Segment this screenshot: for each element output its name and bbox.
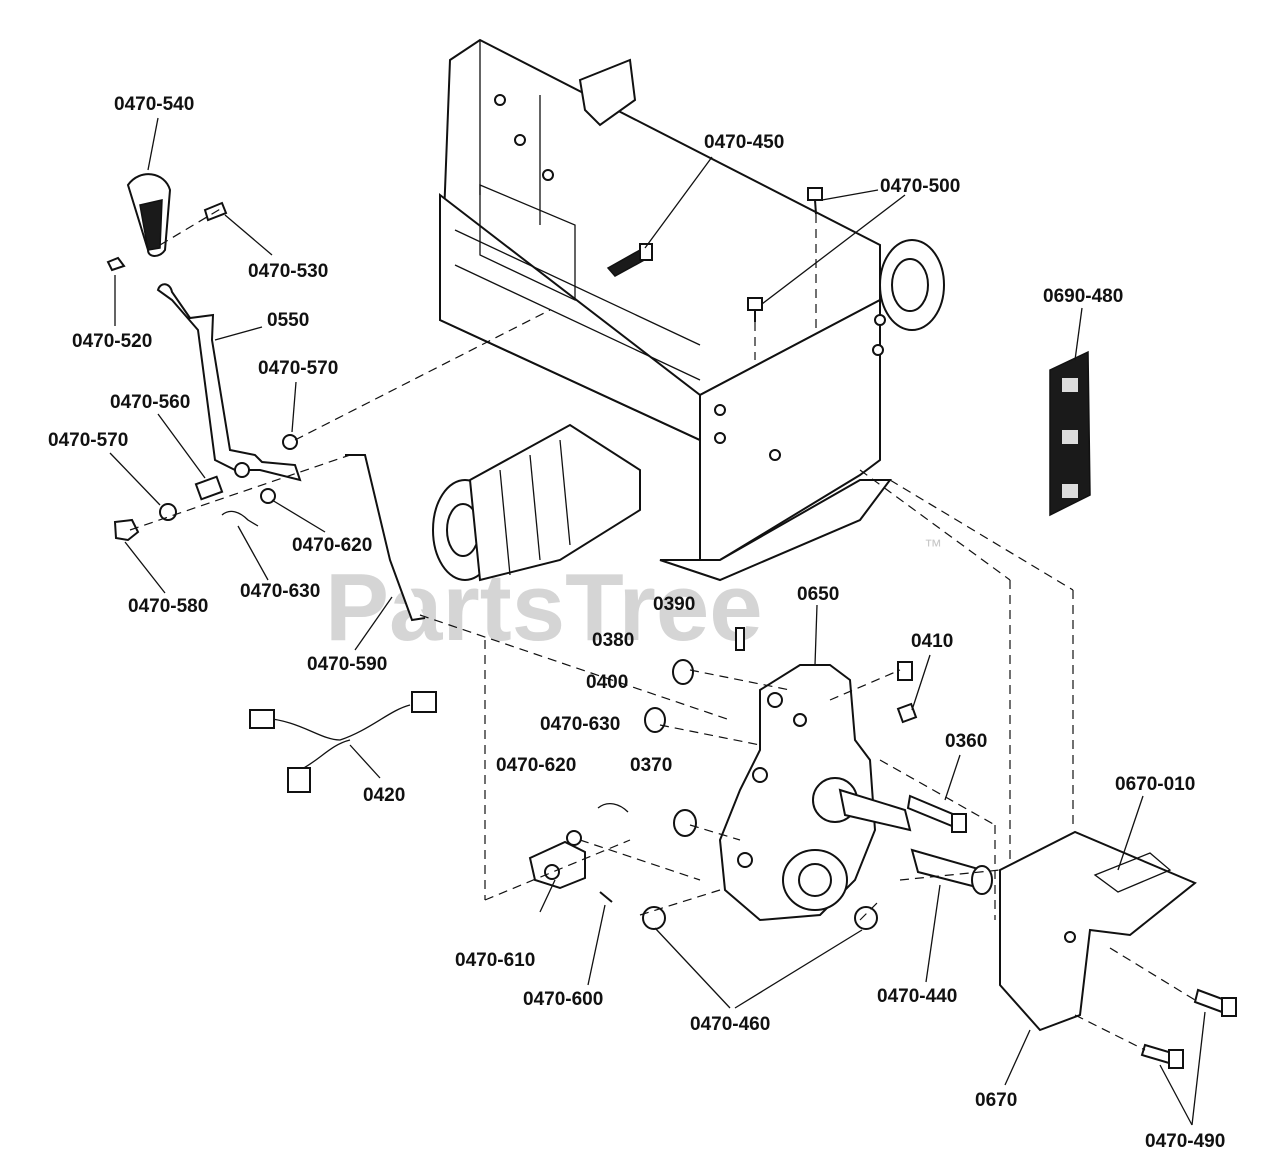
label-0470-450[interactable]: 0470-450 xyxy=(704,132,784,153)
label-0470-590[interactable]: 0470-590 xyxy=(307,654,387,675)
label-0470-570-upper[interactable]: 0470-570 xyxy=(258,358,338,379)
part-labels: 0470-540 0470-530 0470-520 0550 0470-570… xyxy=(48,94,1225,1152)
label-0380[interactable]: 0380 xyxy=(592,630,634,651)
label-0470-630-center[interactable]: 0470-630 xyxy=(540,714,620,735)
label-0470-570-lower[interactable]: 0470-570 xyxy=(48,430,128,451)
label-0470-520[interactable]: 0470-520 xyxy=(72,331,152,352)
label-0470-500[interactable]: 0470-500 xyxy=(880,176,960,197)
watermark-trademark: ™ xyxy=(924,536,942,556)
label-0470-580[interactable]: 0470-580 xyxy=(128,596,208,617)
label-0400[interactable]: 0400 xyxy=(586,672,628,693)
leader-lines xyxy=(109,117,1206,1126)
label-0470-560[interactable]: 0470-560 xyxy=(110,392,190,413)
label-0370[interactable]: 0370 xyxy=(630,755,672,776)
label-0470-630-left[interactable]: 0470-630 xyxy=(240,581,320,602)
label-0550[interactable]: 0550 xyxy=(267,310,309,331)
label-0670[interactable]: 0670 xyxy=(975,1090,1017,1111)
transmission-assembly xyxy=(528,627,993,930)
alignment-lines xyxy=(129,207,1196,1051)
label-0690-480[interactable]: 0690-480 xyxy=(1043,286,1123,307)
bracket-0670 xyxy=(999,830,1237,1069)
label-0360[interactable]: 0360 xyxy=(945,731,987,752)
label-0470-460[interactable]: 0470-460 xyxy=(690,1014,770,1035)
label-0650[interactable]: 0650 xyxy=(797,584,839,605)
label-0470-490[interactable]: 0470-490 xyxy=(1145,1131,1225,1152)
label-0470-600[interactable]: 0470-600 xyxy=(523,989,603,1010)
label-0670-010[interactable]: 0670-010 xyxy=(1115,774,1195,795)
label-0470-530[interactable]: 0470-530 xyxy=(248,261,328,282)
label-0470-620-left[interactable]: 0470-620 xyxy=(292,535,372,556)
chassis-frame xyxy=(432,38,945,582)
decal-0690-480 xyxy=(1049,350,1091,517)
label-0470-610[interactable]: 0470-610 xyxy=(455,950,535,971)
lever-assembly xyxy=(106,173,437,793)
label-0410[interactable]: 0410 xyxy=(911,631,953,652)
label-0470-620-center[interactable]: 0470-620 xyxy=(496,755,576,776)
label-0470-540[interactable]: 0470-540 xyxy=(114,94,194,115)
label-0390[interactable]: 0390 xyxy=(653,594,695,615)
label-0420[interactable]: 0420 xyxy=(363,785,405,806)
label-0470-440[interactable]: 0470-440 xyxy=(877,986,957,1007)
